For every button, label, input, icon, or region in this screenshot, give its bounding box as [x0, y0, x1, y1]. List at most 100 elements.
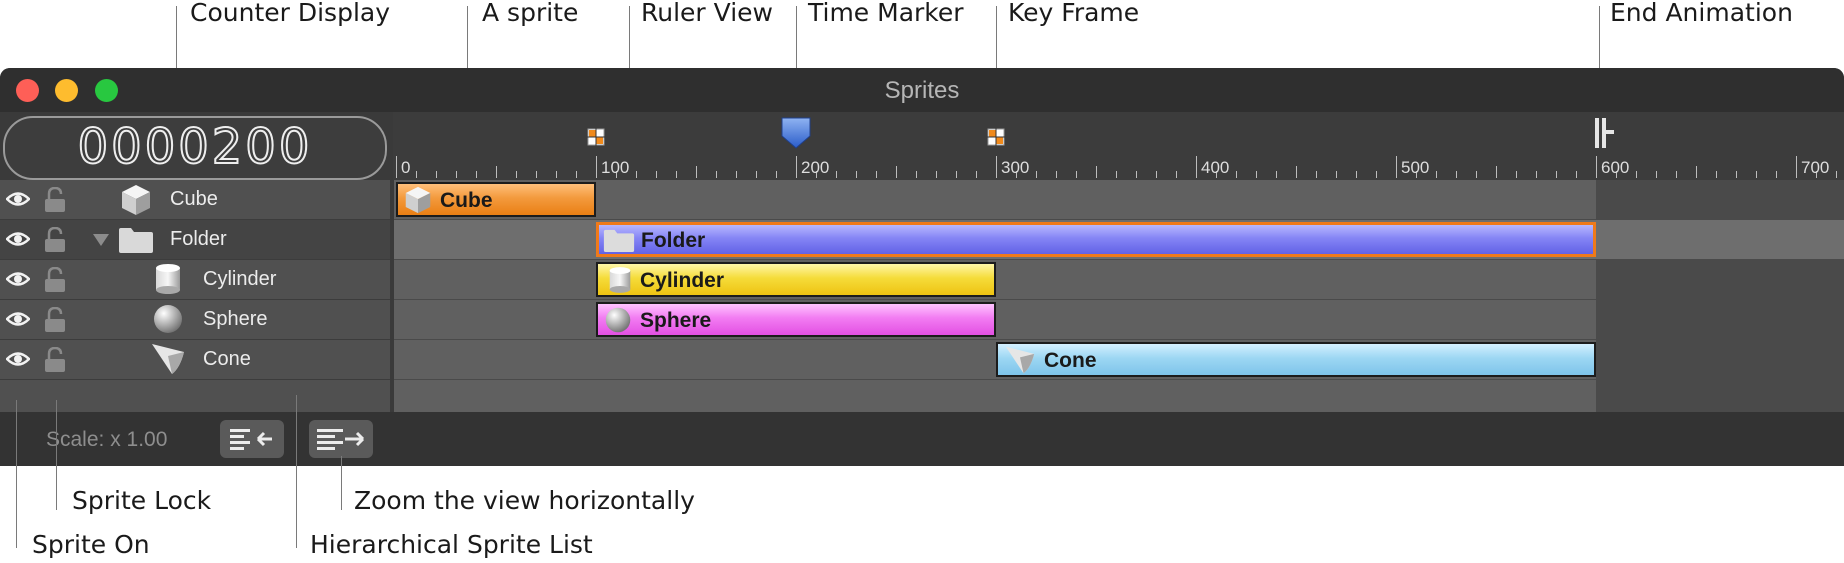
inactive-region	[1596, 180, 1844, 412]
key-frame-icon	[987, 128, 1005, 146]
ruler-tick	[1296, 166, 1297, 178]
ruler-tick-label: 0	[401, 158, 411, 177]
ruler-tick	[1556, 171, 1557, 178]
time-marker-icon	[781, 117, 811, 149]
sprite-label: Cone	[203, 348, 251, 370]
callout-line	[1599, 6, 1600, 116]
window-title: Sprites	[884, 77, 960, 104]
scale-readout: Scale: x 1.00	[46, 428, 168, 451]
minimize-window-button[interactable]	[55, 79, 78, 102]
sprite-bar-label: Sphere	[640, 309, 712, 332]
ruler-tick	[1396, 156, 1397, 178]
ruler-tick	[1516, 171, 1517, 178]
hierarchical-sprite-list: Cube Folder Cylinder Sphere Cone	[0, 180, 390, 412]
ruler-tick	[1056, 171, 1057, 178]
eye-icon[interactable]	[6, 269, 30, 289]
ruler-tick	[1356, 171, 1357, 178]
sprite-label: Folder	[170, 228, 227, 250]
ruler-tick	[696, 166, 697, 178]
key-frame-marker[interactable]	[987, 128, 1005, 146]
ruler-tick	[896, 166, 897, 178]
key-frame-marker[interactable]	[587, 128, 605, 146]
eye-icon[interactable]	[6, 349, 30, 369]
zoom-out-button[interactable]	[220, 420, 284, 458]
sprite-label: Cube	[170, 188, 218, 210]
ruler-tick-label: 600	[1601, 158, 1630, 177]
ruler-tick-label: 300	[1001, 158, 1030, 177]
sprite-bar-cube[interactable]: Cube	[396, 182, 596, 217]
ruler-tick	[936, 171, 937, 178]
title-bar[interactable]: Sprites	[0, 68, 1844, 112]
sprite-bar-sphere[interactable]: Sphere	[596, 302, 996, 337]
ruler-tick	[556, 171, 557, 178]
sphere-icon	[154, 305, 182, 333]
sprite-row-sphere[interactable]: Sphere	[0, 300, 390, 340]
callout-hierarchical-list: Hierarchical Sprite List	[310, 530, 593, 559]
timeline-area[interactable]: Cube Folder Cylinder Sphere Cone	[394, 180, 1844, 412]
sprite-bar-cylinder[interactable]: Cylinder	[596, 262, 996, 297]
ruler-tick-label: 500	[1401, 158, 1430, 177]
ruler-tick	[1816, 171, 1817, 178]
ruler-tick	[736, 171, 737, 178]
sprite-row-cone[interactable]: Cone	[0, 340, 390, 380]
zoom-in-button[interactable]	[309, 420, 373, 458]
timeline-track	[394, 260, 1844, 300]
ruler-tick	[1016, 171, 1017, 178]
ruler-tick	[1636, 171, 1637, 178]
zoom-window-button[interactable]	[95, 79, 118, 102]
timeline-track	[394, 340, 1844, 380]
ruler-tick	[1616, 171, 1617, 178]
ruler-tick	[1496, 166, 1497, 178]
eye-icon[interactable]	[6, 229, 30, 249]
ruler-tick	[676, 171, 677, 178]
cone-icon	[1005, 346, 1035, 374]
sprite-bar-cone[interactable]: Cone	[996, 342, 1596, 377]
lock-icon[interactable]	[44, 307, 66, 333]
timeline-track	[394, 300, 1844, 340]
end-animation-marker[interactable]	[1593, 116, 1615, 150]
disclosure-triangle-icon[interactable]	[92, 233, 110, 247]
sprite-row-folder[interactable]: Folder	[0, 220, 390, 260]
sprite-label: Sphere	[203, 308, 268, 330]
callout-key-frame: Key Frame	[1008, 0, 1140, 27]
ruler-tick	[576, 171, 577, 178]
time-marker[interactable]	[780, 116, 812, 150]
ruler-tick	[1836, 171, 1837, 178]
ruler-tick	[1736, 171, 1737, 178]
ruler-tick	[496, 166, 497, 178]
ruler-tick	[1156, 171, 1157, 178]
ruler-tick-label: 400	[1201, 158, 1230, 177]
close-window-button[interactable]	[16, 79, 39, 102]
eye-icon[interactable]	[6, 189, 30, 209]
lock-icon[interactable]	[44, 187, 66, 213]
sprite-row-cylinder[interactable]: Cylinder	[0, 260, 390, 300]
ruler-tick	[1336, 171, 1337, 178]
sprite-bar-label: Cylinder	[640, 269, 725, 292]
eye-icon[interactable]	[6, 309, 30, 329]
ruler-tick	[1196, 156, 1197, 178]
ruler-tick	[756, 171, 757, 178]
ruler-tick	[1276, 171, 1277, 178]
sprite-row-cube[interactable]: Cube	[0, 180, 390, 220]
lock-icon[interactable]	[44, 267, 66, 293]
list-divider[interactable]	[390, 180, 394, 412]
sprite-bar-folder[interactable]: Folder	[596, 222, 1596, 257]
callout-line	[176, 6, 177, 124]
callout-line	[56, 400, 57, 510]
ruler-tick	[1256, 171, 1257, 178]
cone-icon	[152, 344, 184, 374]
ruler-tick	[1776, 171, 1777, 178]
lock-icon[interactable]	[44, 227, 66, 253]
ruler-tick	[476, 171, 477, 178]
ruler-tick	[1656, 171, 1657, 178]
ruler-tick	[1576, 171, 1577, 178]
zoom-in-icon	[317, 429, 365, 450]
counter-display[interactable]: 0000200	[3, 116, 387, 180]
ruler-tick	[836, 171, 837, 178]
callout-line	[16, 400, 17, 548]
callout-end-animation: End Animation	[1610, 0, 1793, 27]
lock-icon[interactable]	[44, 347, 66, 373]
callout-line	[996, 6, 997, 128]
